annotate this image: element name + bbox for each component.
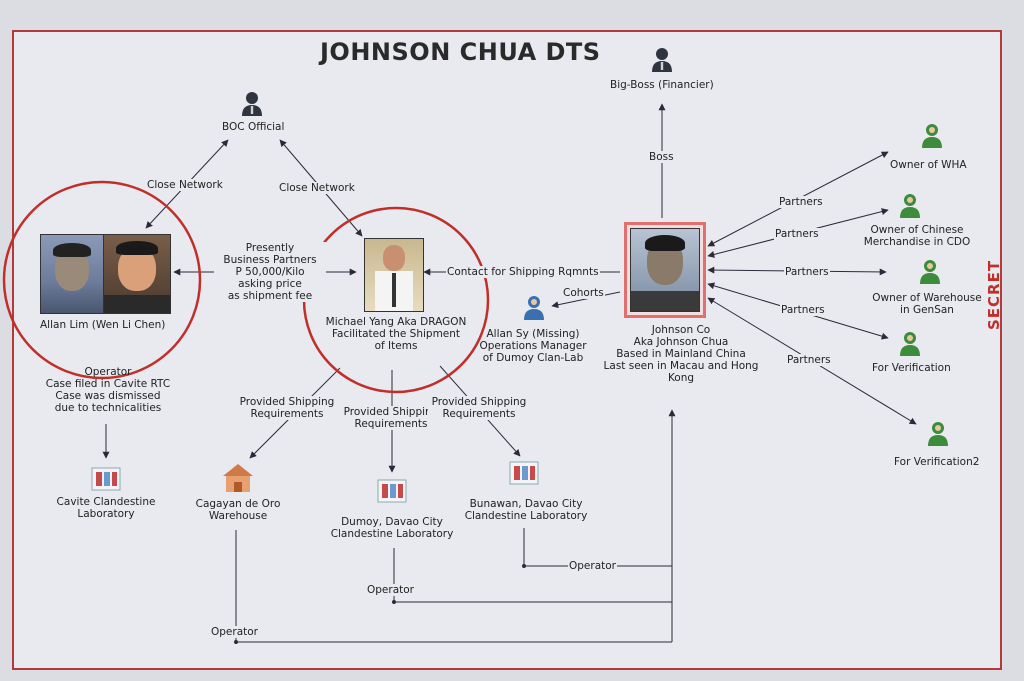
node-label-bunawan: Bunawan, Davao City Clandestine Laborato… [460, 498, 592, 522]
edge-label-operator-bunawan: Operator [568, 560, 617, 572]
photo-allanlim-2 [103, 234, 171, 314]
photo-michael [364, 238, 424, 312]
note-line: Operator [84, 366, 132, 378]
lab-icon-cavite [91, 467, 121, 491]
label-line: of Items [374, 340, 418, 352]
node-label-dumoy: Dumoy, Davao City Clandestine Laboratory [326, 516, 458, 540]
diagram-title: JOHNSON CHUA DTS [320, 38, 601, 66]
label-line: Johnson Co [651, 324, 711, 336]
label-line: Provided Shipping [239, 396, 335, 408]
label-line: Requirements [354, 418, 428, 430]
label-line: Last seen in Macau and Hong [603, 360, 759, 372]
edge-label-contact: Contact for Shipping Rqmnts [446, 266, 600, 278]
label-line: Allan Sy (Missing) [486, 328, 580, 340]
label-line: asking price [238, 278, 302, 290]
node-label-cdo: Cagayan de Oro Warehouse [180, 498, 296, 522]
label-line: Kong [667, 372, 695, 384]
node-label-verification2: For Verification2 [894, 456, 980, 468]
warehouse-icon-cdo [223, 464, 253, 492]
edge-label-partners-2: Partners [774, 228, 820, 240]
label-line: Business Partners [223, 254, 317, 266]
label-line: Bunawan, Davao City [469, 498, 583, 510]
label-line: Presently [245, 242, 295, 254]
photo-allanlim-1 [40, 234, 104, 314]
note-line: due to technicalities [54, 402, 162, 414]
label-line: Clandestine Laboratory [330, 528, 454, 540]
node-label-johnson: Johnson Co Aka Johnson Chua Based in Mai… [596, 324, 766, 384]
label-line: Michael Yang Aka DRAGON [325, 316, 467, 328]
label-line: Facilitated the Shipment [331, 328, 461, 340]
label-line: Laboratory [77, 508, 135, 520]
label-line: Cavite Clandestine [56, 496, 156, 508]
label-line: Aka Johnson Chua [633, 336, 729, 348]
edge-label-operator-cdo: Operator [210, 626, 259, 638]
label-line: Warehouse [208, 510, 268, 522]
edge-label-close-network-2: Close Network [278, 182, 356, 194]
edge-label-cohorts: Cohorts [562, 287, 605, 299]
person-icon-gensan [920, 260, 940, 284]
person-icon-bigboss [652, 48, 672, 72]
edge-operator-cdo [235, 530, 672, 643]
edge-label-partners-1: Partners [778, 196, 824, 208]
label-line: Requirements [250, 408, 324, 420]
label-line: as shipment fee [227, 290, 313, 302]
edge-operator-dumoy [393, 548, 672, 603]
node-label-michael: Michael Yang Aka DRAGON Facilitated the … [316, 316, 476, 352]
edge-cohorts [551, 291, 621, 309]
person-icon-wha [922, 124, 942, 148]
label-line: Clandestine Laboratory [464, 510, 588, 522]
lab-icon-dumoy [377, 479, 407, 503]
edge-label-partners-3: Partners [784, 266, 830, 278]
node-label-boc: BOC Official [222, 121, 285, 133]
node-label-chinese: Owner of Chinese Merchandise in CDO [862, 224, 972, 248]
label-line: P 50,000/Kilo [235, 266, 305, 278]
highlight-circle-allanlim [2, 180, 202, 380]
edge-label-partners-5: Partners [786, 354, 832, 366]
label-line: Owner of Warehouse [872, 292, 982, 304]
edge-label-provided-2: Provided Shipping Requirements [340, 406, 442, 430]
node-label-bigboss: Big-Boss (Financier) [610, 79, 714, 91]
node-label-allansy: Allan Sy (Missing) Operations Manager of… [478, 328, 588, 364]
edge-label-boss: Boss [648, 151, 675, 163]
photo-johnson [630, 228, 700, 312]
edge-label-provided-3: Provided Shipping Requirements [428, 396, 530, 420]
note-line: Case filed in Cavite RTC [45, 378, 171, 390]
person-icon-allansy [524, 296, 544, 320]
node-label-allanlim: Allan Lim (Wen Li Chen) [40, 319, 166, 331]
label-line: Merchandise in CDO [863, 236, 971, 248]
person-icon-verification [900, 332, 920, 356]
label-line: in GenSan [900, 304, 954, 316]
label-line: Owner of Chinese [870, 224, 964, 236]
edge-label-provided-1: Provided Shipping Requirements [236, 396, 338, 420]
note-line: Case was dismissed [55, 390, 161, 402]
label-line: Dumoy, Davao City [341, 516, 443, 528]
person-icon-chinese [900, 194, 920, 218]
node-label-cavite: Cavite Clandestine Laboratory [46, 496, 166, 520]
classification-label: SECRET [985, 259, 1003, 330]
node-label-gensan: Owner of Warehouse in GenSan [872, 292, 982, 316]
person-icon-boc [242, 92, 262, 116]
label-line: Operations Manager [479, 340, 587, 352]
edge-label-business-partners: Presently Business Partners P 50,000/Kil… [214, 242, 326, 302]
node-label-verification: For Verification [872, 362, 951, 374]
label-line: Requirements [442, 408, 516, 420]
edge-label-operator-dumoy: Operator [366, 584, 415, 596]
edge-label-close-network-1: Close Network [146, 179, 224, 191]
label-line: Provided Shipping [343, 406, 439, 418]
node-note-allanlim: Operator Case filed in Cavite RTC Case w… [28, 366, 188, 414]
edge-label-partners-4: Partners [780, 304, 826, 316]
label-line: Provided Shipping [431, 396, 527, 408]
label-line: of Dumoy Clan-Lab [482, 352, 584, 364]
label-line: Cagayan de Oro [195, 498, 281, 510]
lab-icon-bunawan [509, 461, 539, 485]
person-icon-verification2 [928, 422, 948, 446]
node-label-wha: Owner of WHA [890, 159, 967, 171]
photo-frame-johnson [624, 222, 706, 318]
label-line: Based in Mainland China [616, 348, 746, 360]
